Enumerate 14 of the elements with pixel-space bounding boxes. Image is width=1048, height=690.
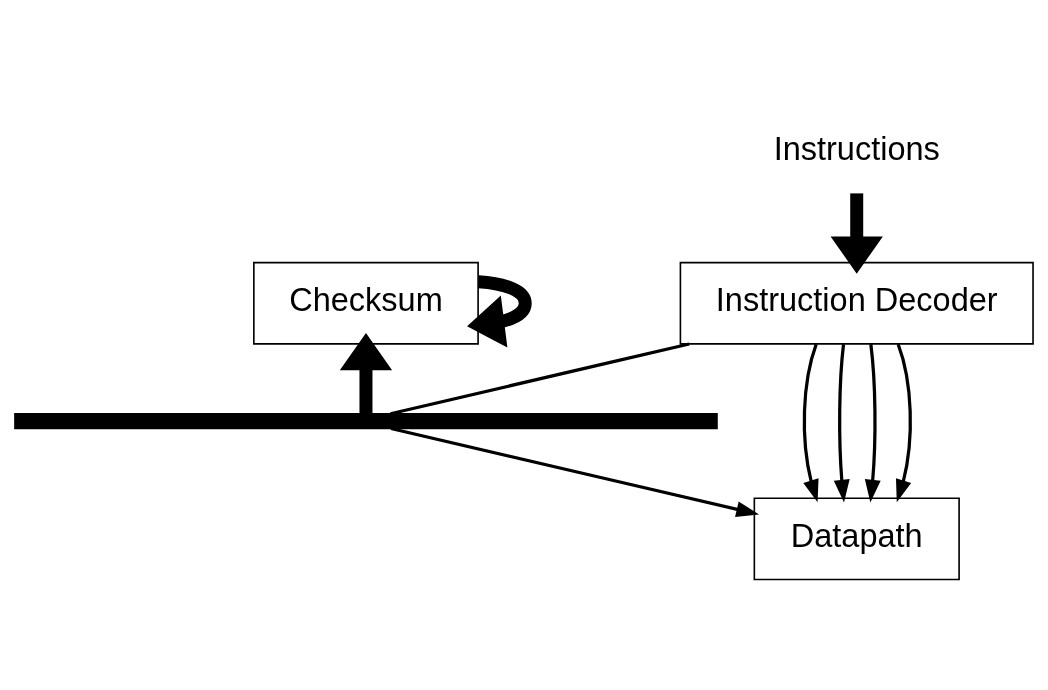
arrow [339,332,393,413]
arrow [802,343,819,502]
arrow [895,343,912,502]
node-text: Instructions [773,130,940,167]
arrow [467,274,532,347]
arrow [390,426,760,517]
arrow [833,343,850,502]
node-bar [14,412,718,429]
arrow [830,192,883,274]
arrow [864,343,881,502]
node-box: Checksum [253,261,479,345]
node-box: Datapath [753,496,960,580]
node-box: Instruction Decoder [679,261,1034,345]
connector [390,341,690,415]
